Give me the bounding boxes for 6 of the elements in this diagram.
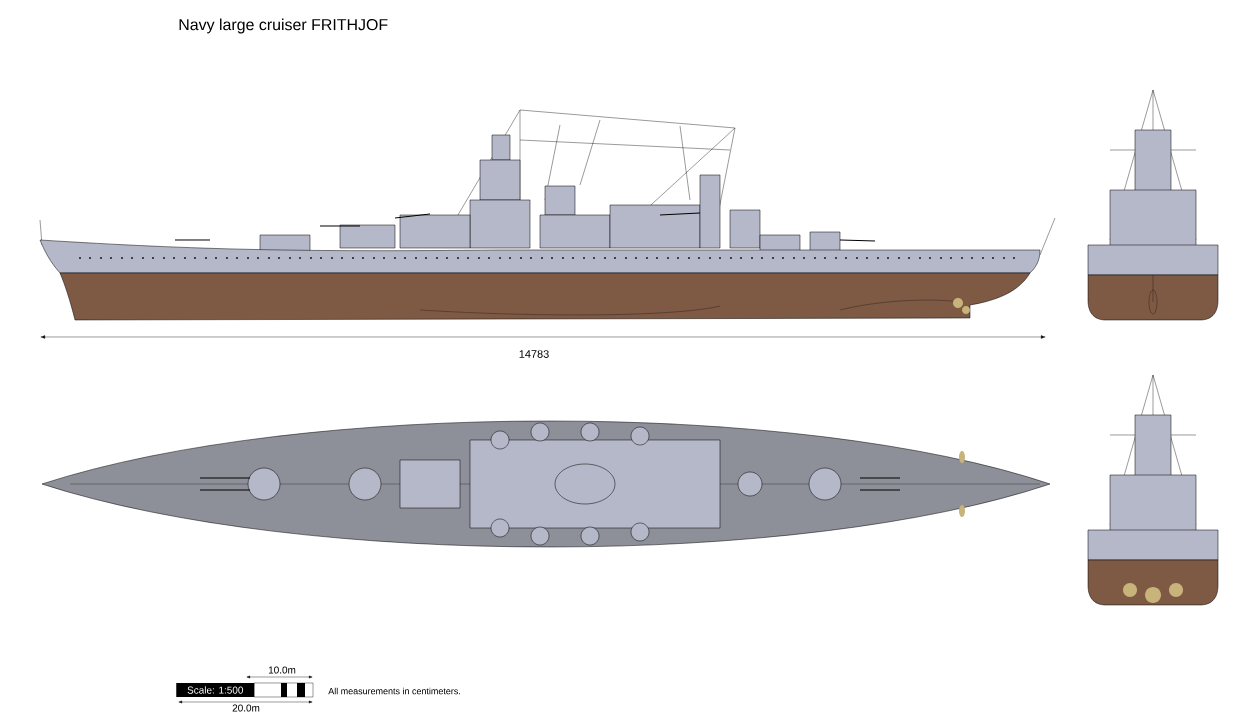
dimension-label: 10.0m	[268, 666, 296, 674]
title: Navy large cruiser FRITHJOF	[179, 18, 388, 34]
dimension-label: 14783	[519, 350, 549, 358]
scale-label: Scale: 1:500	[176, 683, 255, 697]
note: All measurements in centimeters.	[328, 687, 460, 695]
dimension-label: 20.0m	[232, 704, 260, 712]
